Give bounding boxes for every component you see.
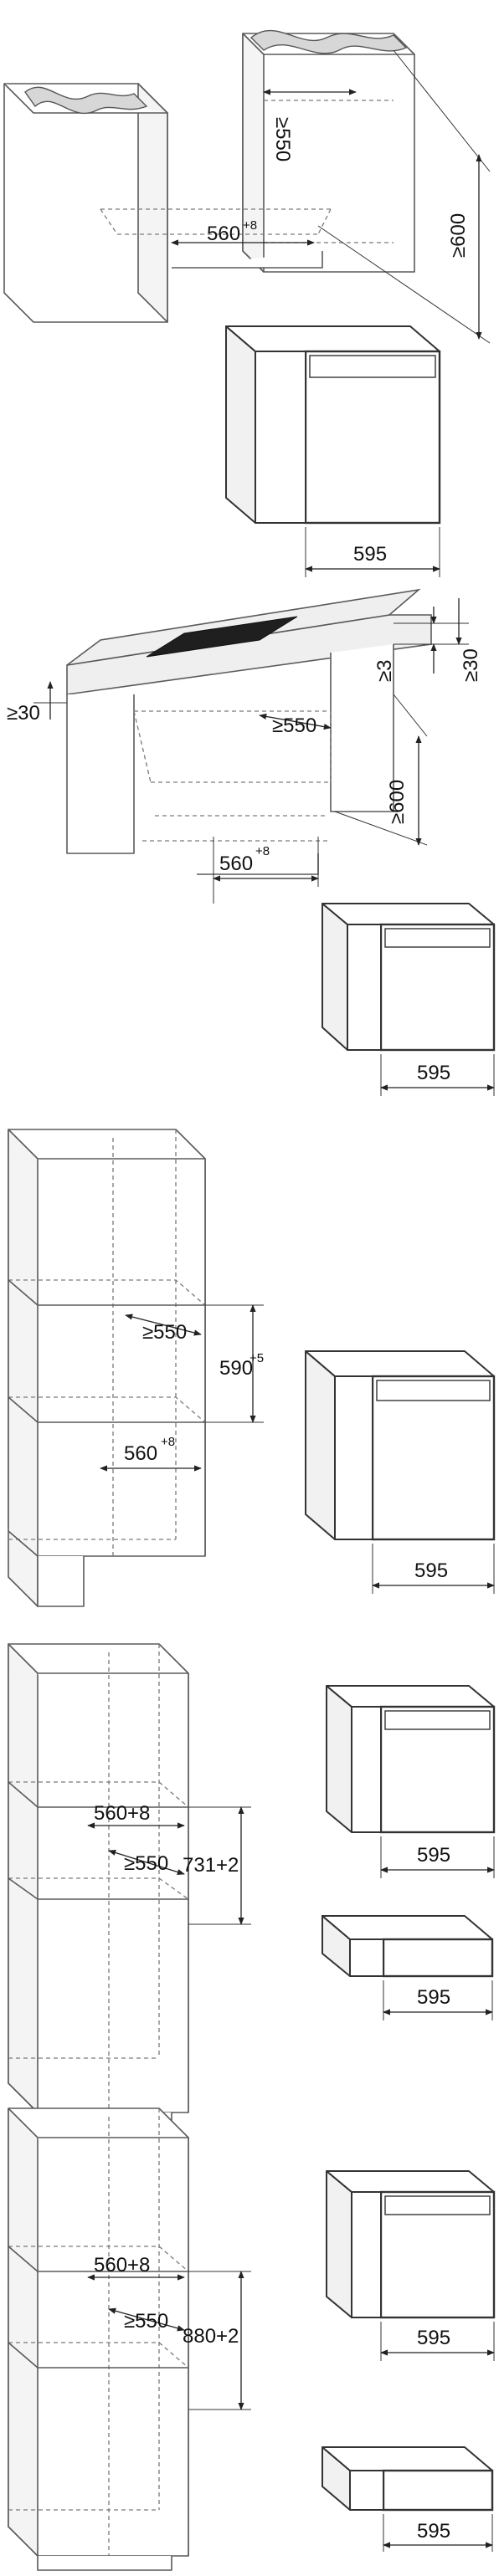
dim-590-label: 590	[219, 1357, 253, 1380]
oven-appliance-4	[326, 1685, 496, 1834]
dimension-height-600-b: ≥600	[334, 694, 428, 846]
dim-550-b-label: ≥550	[272, 714, 316, 737]
diagram-undercounter: ≥550 560 +8 ≥600 595	[3, 29, 491, 577]
oven-appliance-3	[305, 1350, 496, 1541]
dimension-width-560-e: 560+8	[87, 2254, 185, 2281]
dimension-drawer-595-d: 595	[383, 1980, 493, 2020]
dim-595-d-label: 595	[417, 1844, 450, 1867]
dimension-worktop-30-left: ≥30	[7, 681, 67, 725]
dimension-width-560-c: 560 +8	[100, 1435, 202, 1472]
dim-560-b-tolerance: +8	[255, 844, 270, 858]
cabinet-body	[66, 644, 394, 875]
dimension-width-550-c: ≥550	[125, 1314, 202, 1344]
dim-3-label: ≥3	[373, 659, 396, 682]
dimension-height-600: ≥600	[317, 49, 491, 344]
tall-cabinet-4	[8, 1643, 189, 2130]
dimension-height-590: 590 +5	[205, 1304, 264, 1423]
dimension-width-550: ≥550	[263, 89, 357, 161]
dim-550-c-label: ≥550	[142, 1321, 187, 1344]
dimension-width-560-d: 560+8	[87, 1802, 185, 1829]
dim-595-label: 595	[353, 543, 387, 566]
dimension-height-880: 880+2	[183, 2271, 251, 2410]
dimension-width-550-e: ≥550	[108, 2307, 185, 2333]
oven-appliance-2	[322, 903, 496, 1052]
hob-ceramic	[146, 616, 298, 658]
dimension-oven-595-b: 595	[380, 1054, 495, 1096]
dim-560-e-label: 560+8	[94, 2254, 150, 2276]
dim-550-label: ≥550	[271, 117, 294, 161]
dimension-width-560-b: 560 +8	[213, 837, 319, 904]
dim-600-label: ≥600	[447, 213, 470, 258]
dimension-height-731: 731+2	[183, 1806, 251, 1925]
diagram-tall-unit-590: 590 +5 ≥550 560 +8 595	[8, 1129, 496, 1607]
tall-cabinet-3	[8, 1129, 206, 1607]
diagram-tall-unit-731: 560+8 731+2 ≥550 595	[8, 1643, 496, 2130]
drawer-appliance-5	[322, 2446, 494, 2512]
dimension-oven-595-c: 595	[372, 1544, 495, 1594]
dim-880-label: 880+2	[183, 2325, 239, 2348]
dim-560-c-label: 560	[124, 1442, 157, 1465]
niche-base-shelf	[100, 208, 332, 269]
dimension-drawer-595-e: 595	[383, 2514, 493, 2552]
dim-30-left-label: ≥30	[7, 702, 40, 725]
dim-595-c-label: 595	[414, 1559, 448, 1582]
diagram-under-hob: ≥30 ≥3 ≥30 ≥550 ≥600 560 +8	[7, 588, 496, 1096]
dim-560-b-label: 560	[219, 853, 253, 875]
dim-595-e-label: 595	[417, 2327, 450, 2349]
dimension-width-560: 560 +8	[171, 218, 315, 246]
dim-drawer-595-e-label: 595	[417, 2520, 450, 2543]
dim-560-label: 560	[207, 223, 240, 245]
dimension-oven-595-e: 595	[380, 2322, 495, 2361]
dimension-oven-595-d: 595	[380, 1836, 495, 1878]
drawer-appliance-4	[322, 1915, 494, 1978]
dimension-width-550-b: ≥550	[259, 713, 332, 737]
tall-cabinet-5	[8, 2107, 189, 2571]
dim-30-right-label: ≥30	[460, 648, 482, 682]
base-cabinet-left	[3, 83, 168, 323]
dim-560-tolerance: +8	[243, 218, 257, 233]
dimension-width-550-d: ≥550	[108, 1849, 185, 1876]
dim-550-d-label: ≥550	[124, 1852, 168, 1875]
dim-731-label: 731+2	[183, 1854, 239, 1877]
dim-560-d-label: 560+8	[94, 1802, 150, 1825]
oven-appliance-1	[225, 325, 441, 525]
dimension-oven-595: 595	[305, 527, 440, 577]
diagram-tall-unit-880: 560+8 880+2 ≥550 595	[8, 2107, 496, 2571]
oven-appliance-5	[326, 2170, 496, 2319]
dim-600-b-label: ≥600	[386, 780, 409, 824]
base-cabinet-right	[242, 29, 415, 273]
worktop	[66, 588, 432, 695]
dim-590-tolerance: +5	[250, 1351, 264, 1365]
dimension-gap-3: ≥3 ≥30	[373, 598, 482, 682]
dim-550-e-label: ≥550	[124, 2310, 168, 2333]
dim-560-c-tolerance: +8	[161, 1435, 175, 1449]
dim-595-b-label: 595	[417, 1062, 450, 1084]
dim-drawer-595-d-label: 595	[417, 1986, 450, 2009]
